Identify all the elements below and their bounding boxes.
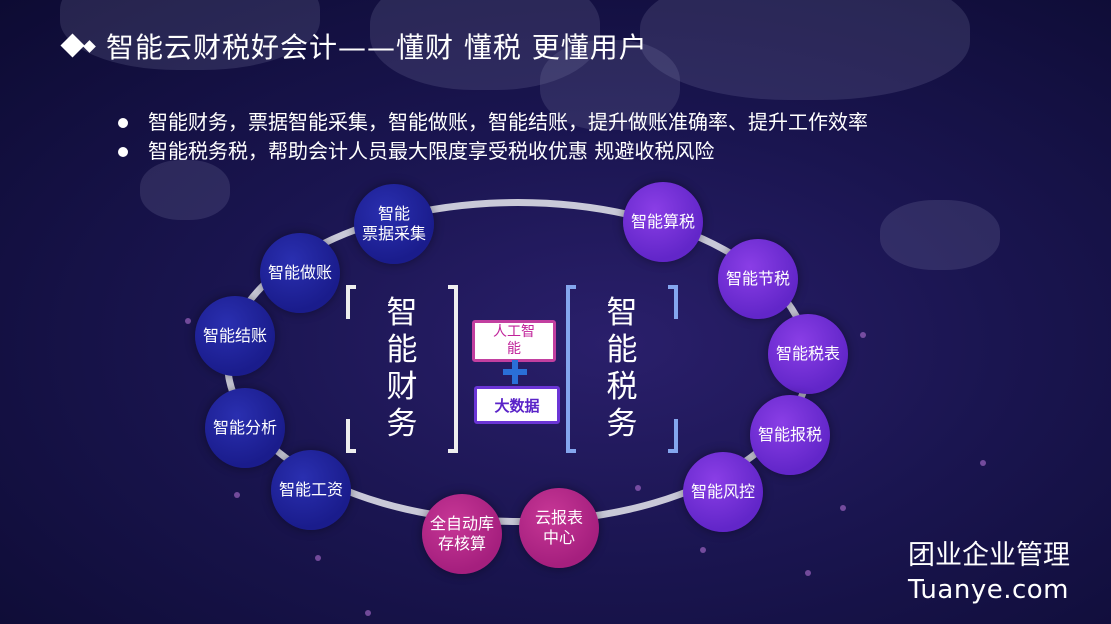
node-tax-forms: 智能税表 bbox=[768, 314, 848, 394]
node-tax-filing: 智能报税 bbox=[750, 395, 830, 475]
brand-name-en: Tuanye.com bbox=[908, 575, 1069, 605]
finance-frame: 智 能 财 务 bbox=[346, 285, 458, 453]
bullet-list: 智能财务，票据智能采集，智能做账，智能结账，提升做账准确率、提升工作效率 智能税… bbox=[118, 108, 868, 166]
finance-frame-label: 智 能 财 务 bbox=[386, 295, 418, 442]
bullet-item: 智能财务，票据智能采集，智能做账，智能结账，提升做账准确率、提升工作效率 bbox=[118, 108, 868, 137]
node-cloud-report: 云报表 中心 bbox=[519, 488, 599, 568]
node-ticket-collection: 智能 票据采集 bbox=[354, 184, 434, 264]
ai-chip: 人工智 能 bbox=[472, 320, 556, 362]
slide-title-text: 智能云财税好会计——懂财 懂税 更懂用户 bbox=[106, 31, 648, 64]
bullet-text: 智能财务，票据智能采集，智能做账，智能结账，提升做账准确率、提升工作效率 bbox=[148, 110, 868, 134]
brand-logo-text: 团业企业管理 Tuanye.com bbox=[908, 538, 1070, 608]
tax-frame: 智 能 税 务 bbox=[566, 285, 678, 453]
bullet-dot-icon bbox=[118, 117, 128, 128]
node-closing: 智能结账 bbox=[195, 296, 275, 376]
node-tax-saving: 智能节税 bbox=[718, 239, 798, 319]
diamond-bullet-icon bbox=[60, 31, 102, 61]
node-tax-calc: 智能算税 bbox=[623, 182, 703, 262]
node-analysis: 智能分析 bbox=[205, 388, 285, 468]
tax-frame-label: 智 能 税 务 bbox=[606, 295, 638, 442]
bullet-dot-icon bbox=[118, 146, 128, 157]
node-risk-control: 智能风控 bbox=[683, 452, 763, 532]
node-bookkeeping: 智能做账 bbox=[260, 233, 340, 313]
big-data-chip: 大数据 bbox=[474, 386, 560, 424]
slide-title: 智能云财税好会计——懂财 懂税 更懂用户 bbox=[60, 26, 648, 66]
node-payroll: 智能工资 bbox=[271, 450, 351, 530]
node-inventory: 全自动库 存核算 bbox=[422, 494, 502, 574]
brand-name-cn: 团业企业管理 bbox=[908, 540, 1070, 571]
bullet-text: 智能税务税，帮助会计人员最大限度享受税收优惠 规避收税风险 bbox=[148, 139, 715, 163]
plus-icon bbox=[503, 360, 527, 384]
bullet-item: 智能税务税，帮助会计人员最大限度享受税收优惠 规避收税风险 bbox=[118, 137, 868, 166]
